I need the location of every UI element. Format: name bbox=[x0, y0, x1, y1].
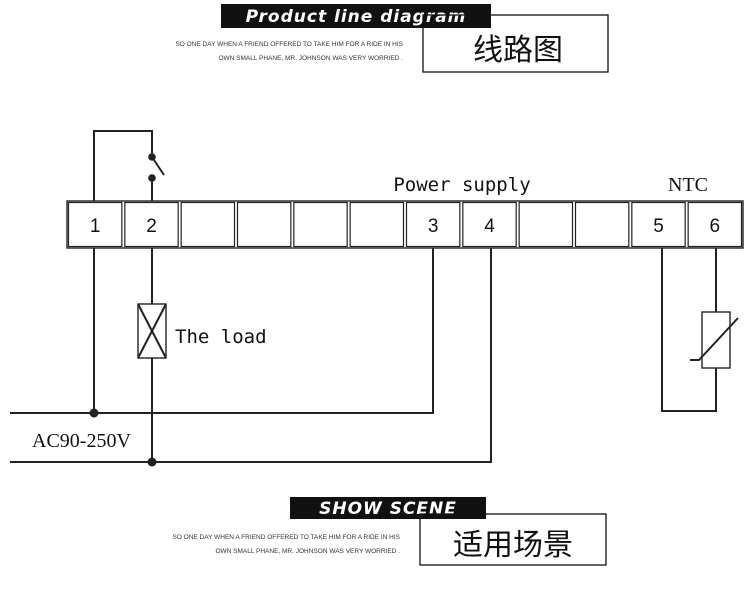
junction-dot-top bbox=[89, 408, 99, 418]
load-symbol bbox=[137, 303, 167, 359]
ntc-label: NTC bbox=[668, 174, 708, 196]
terminal-strip-frame bbox=[66, 200, 744, 249]
terminal-strip: 1 2 3 4 5 6 bbox=[66, 200, 744, 249]
terminal-number-6: 6 bbox=[710, 216, 721, 237]
voltage-label: AC90-250V bbox=[32, 430, 131, 452]
footer-banner-title: SHOW SCENE bbox=[319, 499, 457, 519]
terminal-cell bbox=[124, 201, 179, 248]
header-banner-title: Product line diagram bbox=[246, 7, 467, 27]
header-blurb-line1: SO ONE DAY WHEN A FRIEND OFFERED TO TAKE… bbox=[175, 41, 403, 48]
header-section: Product line diagram 线路图 SO ONE DAY WHEN… bbox=[175, 4, 609, 73]
footer-blurb-line1: SO ONE DAY WHEN A FRIEND OFFERED TO TAKE… bbox=[172, 534, 400, 541]
header-title-box bbox=[422, 14, 609, 73]
load-label: The load bbox=[175, 326, 267, 348]
footer-title-box bbox=[419, 513, 607, 566]
header-title-cn: 线路图 bbox=[473, 33, 563, 68]
terminal-cell bbox=[574, 201, 630, 248]
footer-section: SHOW SCENE 适用场景 SO ONE DAY WHEN A FRIEND… bbox=[172, 497, 607, 566]
terminal-number-1: 1 bbox=[90, 216, 101, 237]
supply-line-top bbox=[10, 248, 434, 414]
power-supply-label: Power supply bbox=[393, 174, 530, 196]
terminal-number-4: 4 bbox=[484, 216, 495, 237]
supply-line-bottom bbox=[10, 248, 492, 463]
ntc-wire-loop bbox=[661, 248, 717, 412]
terminal-cell bbox=[631, 201, 686, 248]
terminal-cell bbox=[405, 201, 461, 248]
header-blurb-line2: OWN SMALL PHANE, MR. JOHNSON WAS VERY WO… bbox=[218, 55, 403, 62]
wiring bbox=[10, 130, 739, 467]
footer-blurb-line2: OWN SMALL PHANE, MR. JOHNSON WAS VERY WO… bbox=[215, 548, 400, 555]
terminal-cell bbox=[67, 201, 123, 248]
terminal-number-3: 3 bbox=[428, 216, 439, 237]
ntc-thermistor-symbol bbox=[690, 311, 739, 369]
header-banner-bg bbox=[221, 4, 491, 28]
jumper-wire bbox=[93, 130, 153, 201]
junction-dot-bottom bbox=[147, 457, 157, 467]
terminal-cell bbox=[293, 201, 348, 248]
terminal-number-2: 2 bbox=[146, 216, 157, 237]
footer-title-cn: 适用场景 bbox=[453, 528, 573, 563]
terminal-cell bbox=[180, 201, 236, 248]
terminal-cell bbox=[462, 201, 517, 248]
terminal-cell bbox=[518, 201, 574, 248]
switch-lever bbox=[151, 156, 165, 176]
terminal-cell bbox=[349, 201, 405, 248]
terminal-cell bbox=[687, 201, 743, 248]
terminal-number-5: 5 bbox=[653, 216, 664, 237]
terminal-cell bbox=[236, 201, 292, 248]
